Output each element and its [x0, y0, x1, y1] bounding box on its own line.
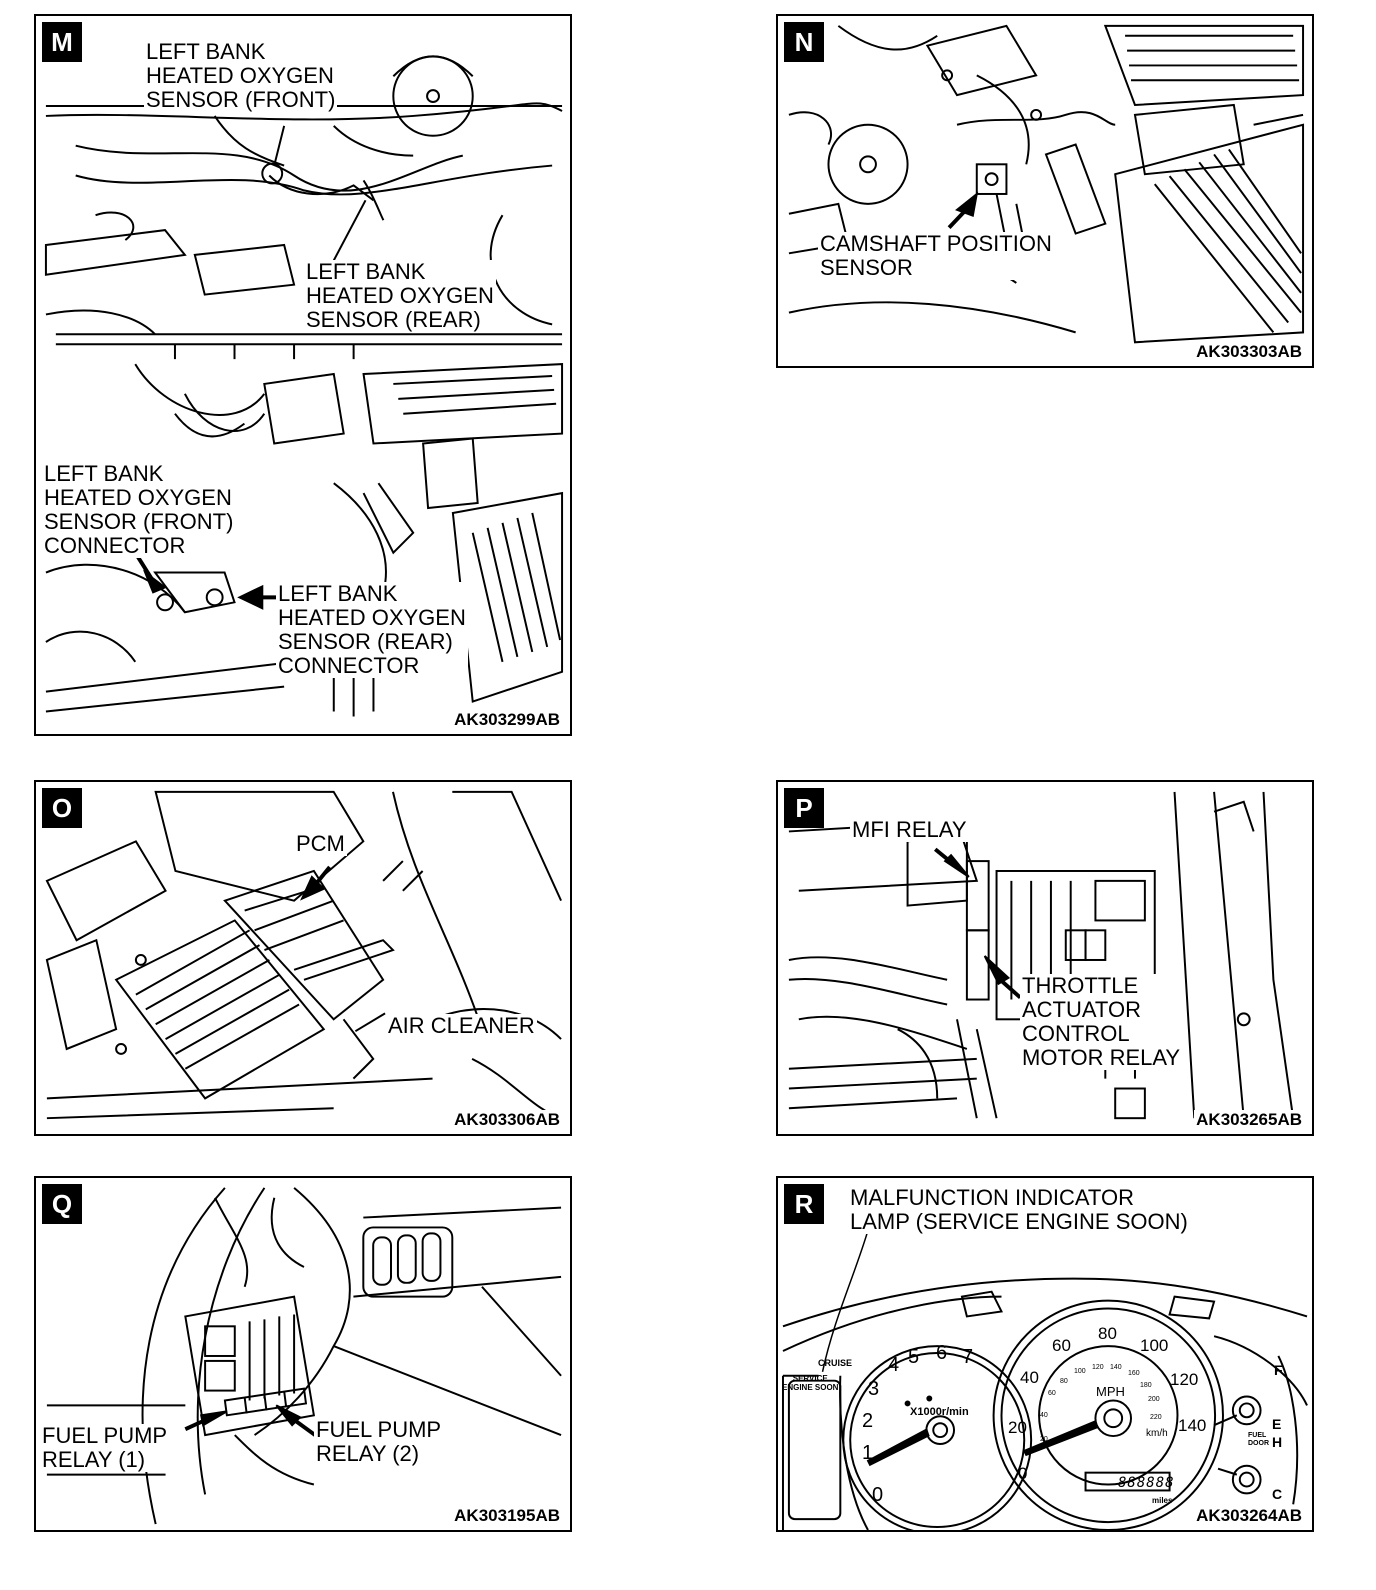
figure-code: AK303264AB: [1194, 1506, 1304, 1526]
speed-unit-kmh: km/h: [1146, 1428, 1168, 1439]
temp-cold-mark: C: [1272, 1486, 1283, 1502]
fuel-full-mark: F: [1274, 1362, 1283, 1378]
service-engine-soon-text: SERVICE ENGINE SOON: [782, 1374, 839, 1392]
panel-p: P MFI RELAY THROTTLE ACTUATOR CONTROL MO…: [776, 780, 1314, 1136]
kmh-tick-200: 200: [1148, 1396, 1160, 1403]
speed-tick-80: 80: [1098, 1324, 1117, 1343]
engine-illustration-m: [44, 55, 564, 717]
label-pcm: PCM: [294, 831, 347, 856]
figure-code: AK303303AB: [1194, 342, 1304, 362]
label-rear-sensor: LEFT BANK HEATED OXYGEN SENSOR (REAR): [304, 259, 496, 332]
tach-tick-4: 4: [888, 1354, 900, 1376]
kmh-tick-220: 220: [1150, 1414, 1162, 1421]
tach-unit: X1000r/min: [910, 1406, 969, 1418]
tach-tick-5: 5: [908, 1346, 920, 1368]
label-fuel-pump-relay-1: FUEL PUMP RELAY (1): [40, 1423, 170, 1472]
label-fuel-pump-relay-2: FUEL PUMP RELAY (2): [314, 1417, 444, 1466]
kmh-tick-20: 20: [1040, 1436, 1048, 1443]
engine-illustration-o: [45, 790, 562, 1120]
kmh-tick-40: 40: [1040, 1412, 1048, 1419]
figure-code: AK303265AB: [1194, 1110, 1304, 1130]
tach-tick-7: 7: [962, 1346, 974, 1368]
tach-tick-1: 1: [862, 1442, 874, 1464]
panel-letter: O: [42, 788, 82, 828]
panel-r: R MALFUNCTION INDICATOR LAMP (SERVICE EN…: [776, 1176, 1314, 1532]
label-mfi-relay: MFI RELAY: [850, 817, 969, 842]
speed-tick-40: 40: [1020, 1368, 1039, 1387]
engine-illustration-p: [788, 791, 1295, 1120]
speed-tick-140: 140: [1178, 1416, 1207, 1435]
kmh-tick-100: 100: [1074, 1368, 1086, 1375]
label-malfunction-indicator-lamp: MALFUNCTION INDICATOR LAMP (SERVICE ENGI…: [848, 1185, 1190, 1234]
tach-tick-3: 3: [868, 1378, 880, 1400]
label-front-sensor-connector: LEFT BANK HEATED OXYGEN SENSOR (FRONT) C…: [42, 461, 236, 558]
kmh-tick-60: 60: [1048, 1390, 1056, 1397]
panel-q: Q FUEL PUMP RELAY (1) FUEL PUMP RELAY (2…: [34, 1176, 572, 1532]
label-air-cleaner: AIR CLEANER: [386, 1013, 537, 1038]
tach-tick-2: 2: [862, 1410, 874, 1432]
fuse-box-illustration-q: [46, 1187, 562, 1525]
panel-m: M LEFT BANK HEATED OXYGEN SENSOR (FRONT)…: [34, 14, 572, 736]
panel-letter: Q: [42, 1184, 82, 1224]
panel-n: N CAMSHAFT POSITION SENSOR AK303303AB: [776, 14, 1314, 368]
fuel-empty-mark: E: [1272, 1416, 1282, 1432]
panel-letter: P: [784, 788, 824, 828]
label-throttle-relay: THROTTLE ACTUATOR CONTROL MOTOR RELAY: [1020, 973, 1183, 1070]
panel-letter: N: [784, 22, 824, 62]
figure-code: AK303299AB: [452, 710, 562, 730]
engine-illustration-n: [788, 24, 1305, 344]
figure-code: AK303306AB: [452, 1110, 562, 1130]
tach-tick-6: 6: [936, 1342, 948, 1364]
speed-tick-20: 20: [1008, 1418, 1027, 1437]
kmh-tick-120: 120: [1092, 1364, 1104, 1371]
speed-tick-60: 60: [1052, 1336, 1071, 1355]
speed-unit-mph: MPH: [1096, 1384, 1125, 1399]
speed-tick-0: 0: [1018, 1464, 1028, 1483]
label-camshaft-sensor: CAMSHAFT POSITION SENSOR: [818, 231, 1054, 280]
kmh-tick-80: 80: [1060, 1378, 1068, 1385]
speed-tick-120: 120: [1170, 1370, 1199, 1389]
panel-letter: R: [784, 1184, 824, 1224]
fuel-door-text: FUEL DOOR: [1248, 1432, 1269, 1447]
kmh-tick-140: 140: [1110, 1364, 1122, 1371]
kmh-tick-160: 160: [1128, 1370, 1140, 1377]
panel-o: O PCM AIR CLEANER AK303306AB: [34, 780, 572, 1136]
odometer-unit: miles: [1152, 1496, 1173, 1505]
label-rear-sensor-connector: LEFT BANK HEATED OXYGEN SENSOR (REAR) CO…: [276, 581, 468, 678]
speed-tick-100: 100: [1140, 1336, 1169, 1355]
panel-letter: M: [42, 22, 82, 62]
tach-tick-0: 0: [872, 1484, 884, 1506]
instrument-cluster-illustration: [781, 1223, 1308, 1530]
cruise-text: CRUISE: [818, 1358, 853, 1368]
temp-hot-mark: H: [1272, 1434, 1283, 1450]
odometer-display: 888888: [1118, 1475, 1175, 1491]
figure-code: AK303195AB: [452, 1506, 562, 1526]
label-front-sensor: LEFT BANK HEATED OXYGEN SENSOR (FRONT): [144, 39, 338, 112]
kmh-tick-180: 180: [1140, 1382, 1152, 1389]
